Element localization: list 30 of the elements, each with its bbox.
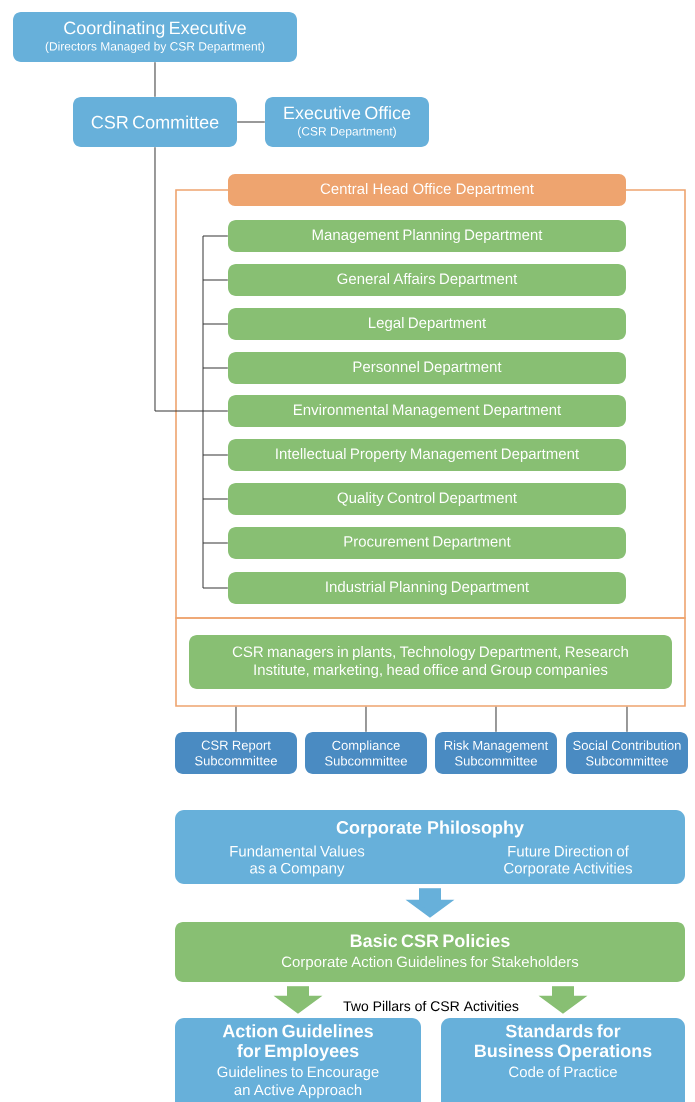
standards-box: Standards for Business Operations Code of Practice bbox=[441, 1018, 685, 1102]
department-box: General Affairs Department bbox=[228, 264, 626, 296]
subcommittee-box: Risk Management Subcommittee bbox=[435, 732, 557, 774]
department-box: Quality Control Department bbox=[228, 483, 626, 515]
department-box: Environmental Management Department bbox=[228, 395, 626, 427]
connector-line bbox=[236, 121, 266, 123]
connector-line bbox=[154, 61, 156, 98]
section-frame bbox=[175, 617, 686, 707]
connector-line bbox=[626, 706, 628, 733]
subcommittee-box: Compliance Subcommittee bbox=[305, 732, 427, 774]
bracket-connector bbox=[154, 146, 229, 589]
office-box: Executive Office (CSR Department) bbox=[265, 97, 429, 147]
executive-box: Coordinating Executive (Directors Managed by CSR Department) bbox=[13, 12, 297, 62]
subcommittee-box: Social Contribution Subcommittee bbox=[566, 732, 688, 774]
managers-box: CSR managers in plants, Technology Department, Research Institute, marketing, head office and Group companies bbox=[189, 635, 672, 689]
connector-line bbox=[365, 706, 367, 733]
section-label: Two Pillars of CSR Activities bbox=[342, 999, 520, 1013]
department-box: Legal Department bbox=[228, 308, 626, 340]
connector-line bbox=[235, 706, 237, 733]
philosophy-box: Corporate Philosophy Fundamental Values as a Company Future Direction of Corporate Activities bbox=[175, 810, 685, 884]
guideline-box: Action Guidelines for Employees Guidelines to Encourage an Active Approach bbox=[175, 1018, 421, 1102]
department-box: Management Planning Department bbox=[228, 220, 626, 252]
committee-box: CSR Committee bbox=[73, 97, 237, 147]
department-box: Personnel Department bbox=[228, 352, 626, 384]
connector-line bbox=[495, 706, 497, 733]
department-box: Industrial Planning Department bbox=[228, 572, 626, 604]
subcommittee-box: CSR Report Subcommittee bbox=[175, 732, 297, 774]
policy-box: Basic CSR Policies Corporate Action Guidelines for Stakeholders bbox=[175, 922, 685, 982]
department-box: Procurement Department bbox=[228, 527, 626, 559]
department-box: Intellectual Property Management Department bbox=[228, 439, 626, 471]
